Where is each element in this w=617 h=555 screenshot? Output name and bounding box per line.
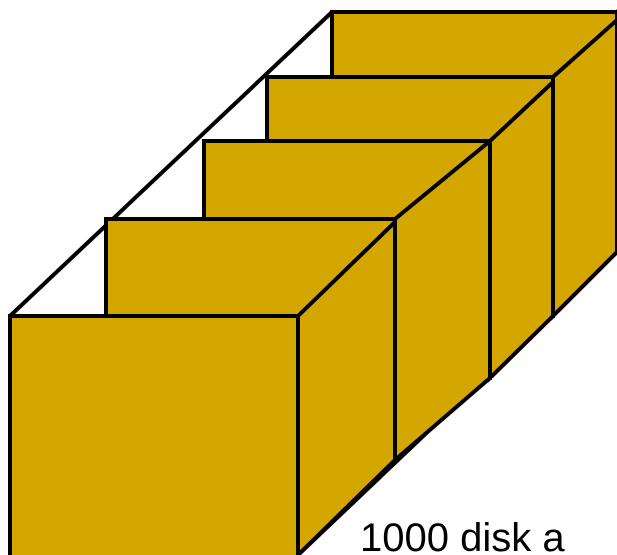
disk-panel-front bbox=[8, 217, 397, 555]
frame-edge-top-left-diagonal bbox=[8, 10, 334, 318]
caption: 1000 disk a bbox=[360, 516, 565, 555]
disk-panel-front-face bbox=[8, 314, 300, 555]
